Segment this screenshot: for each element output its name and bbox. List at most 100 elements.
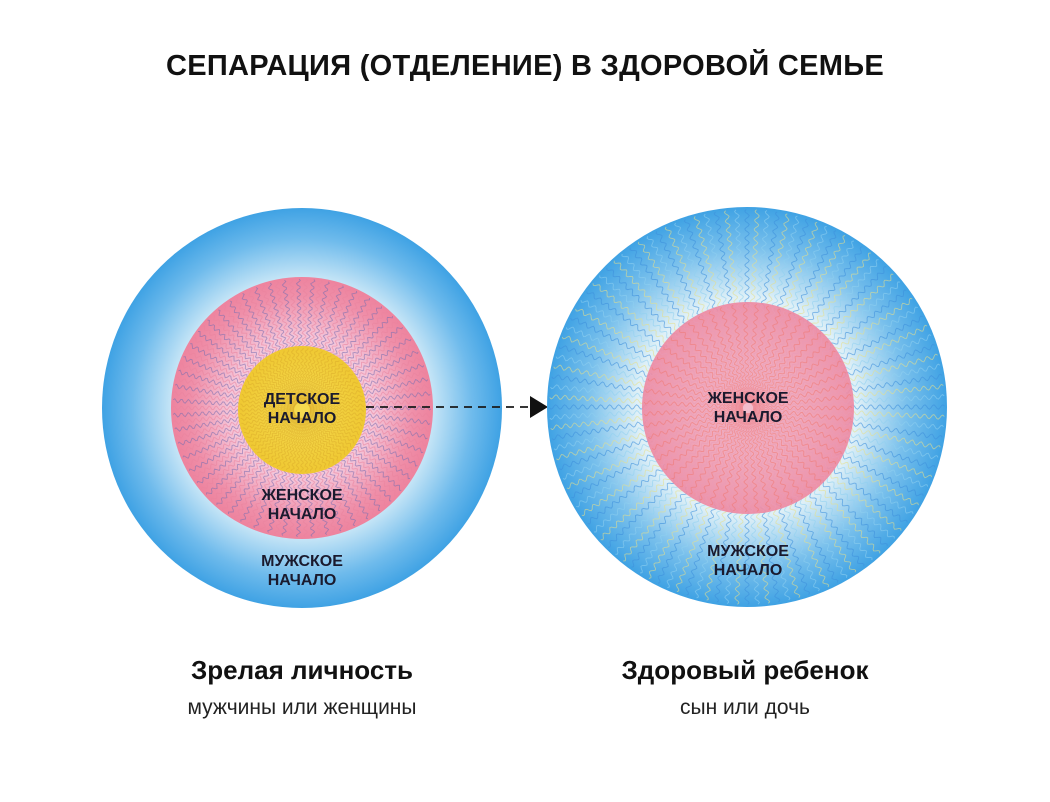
wave-line [302, 417, 318, 471]
wave-line [777, 218, 809, 313]
wave-line [651, 409, 745, 451]
wave-line [806, 246, 863, 328]
wave-line [288, 467, 300, 537]
wave-line [640, 489, 692, 574]
wave-line [357, 429, 421, 460]
wave-line [551, 420, 649, 441]
wave-line [173, 412, 243, 425]
wave-line [253, 464, 283, 529]
wave-line [175, 420, 245, 439]
wave-line [361, 412, 431, 426]
wave-line [268, 415, 299, 463]
wave-line [301, 417, 314, 472]
wave-line [671, 412, 746, 480]
wave-line [679, 412, 747, 488]
wave-line [550, 384, 648, 399]
wave-line [306, 360, 340, 405]
wave-line [281, 279, 296, 350]
wave-line [751, 355, 839, 406]
wave-line [359, 377, 429, 396]
wave-line [744, 506, 750, 605]
wave-line [549, 409, 648, 420]
wave-line [246, 380, 296, 407]
wave-line [566, 445, 656, 490]
wave-line [752, 393, 852, 410]
label-male-principle: МУЖСКОЕ [261, 553, 343, 570]
wave-line [319, 464, 343, 532]
wave-line [831, 297, 913, 355]
wave-line [359, 422, 426, 447]
wave-line [846, 383, 944, 400]
wave-line [172, 409, 243, 418]
wave-line [689, 412, 747, 495]
wave-line [295, 278, 303, 349]
wave-line [318, 285, 344, 351]
wave-line [229, 300, 268, 360]
healthy-child-circle: ЖЕНСКОЕ НАЧАЛО МУЖСКОЕ НАЧАЛО [547, 207, 947, 607]
wave-line [308, 370, 351, 406]
wave-line [257, 414, 297, 454]
wave-line [261, 284, 285, 352]
wave-line [244, 384, 296, 408]
wave-line [752, 408, 840, 460]
wave-line [710, 413, 748, 506]
wave-line [306, 416, 342, 459]
wave-line [752, 410, 817, 487]
wave-line [288, 279, 300, 349]
wave-line [190, 343, 250, 380]
wave-line [660, 351, 744, 407]
wave-line [307, 415, 349, 452]
wave-line [281, 350, 301, 403]
wave-line [183, 356, 247, 387]
wave-line [828, 289, 907, 350]
wave-line [345, 321, 399, 367]
wave-line [683, 219, 719, 312]
wave-line [592, 283, 671, 344]
wave-line [249, 376, 297, 407]
wave-line [352, 439, 411, 480]
wave-line [348, 444, 402, 491]
wave-line [737, 413, 750, 512]
wave-line [551, 374, 649, 394]
wave-line [322, 463, 350, 529]
wave-line [655, 231, 704, 318]
wave-line [305, 357, 336, 405]
wave-line [277, 352, 301, 403]
wave-line [274, 466, 293, 535]
wave-line [810, 252, 871, 331]
wave-line [674, 222, 714, 314]
wave-line [304, 279, 316, 349]
wave-line [752, 405, 853, 417]
wave-line [760, 505, 781, 603]
wave-line [561, 335, 655, 372]
wave-line [301, 417, 309, 473]
wave-line [646, 236, 699, 320]
wave-line [301, 278, 309, 349]
wave-line [749, 321, 807, 404]
wave-line [290, 417, 303, 472]
wave-line [559, 435, 652, 471]
wave-line [736, 304, 750, 404]
wave-line [177, 423, 246, 446]
wave-line [308, 466, 323, 537]
wave-line [361, 398, 432, 407]
wave-line [309, 398, 364, 411]
wave-line [309, 377, 356, 407]
wave-line [239, 409, 295, 417]
wave-line [751, 371, 847, 408]
wave-line [808, 485, 873, 561]
wave-line [782, 221, 819, 315]
label-child-principle: НАЧАЛО [268, 410, 337, 427]
wave-line [360, 419, 428, 440]
wave-line [309, 394, 363, 410]
wave-line [549, 394, 648, 405]
wave-line [693, 216, 724, 311]
wave-line [752, 409, 829, 474]
wave-line [305, 417, 335, 464]
wave-line [694, 412, 748, 498]
wave-line [196, 443, 255, 484]
wave-line [315, 283, 337, 350]
wave-line [222, 456, 267, 510]
wave-line [752, 388, 851, 409]
